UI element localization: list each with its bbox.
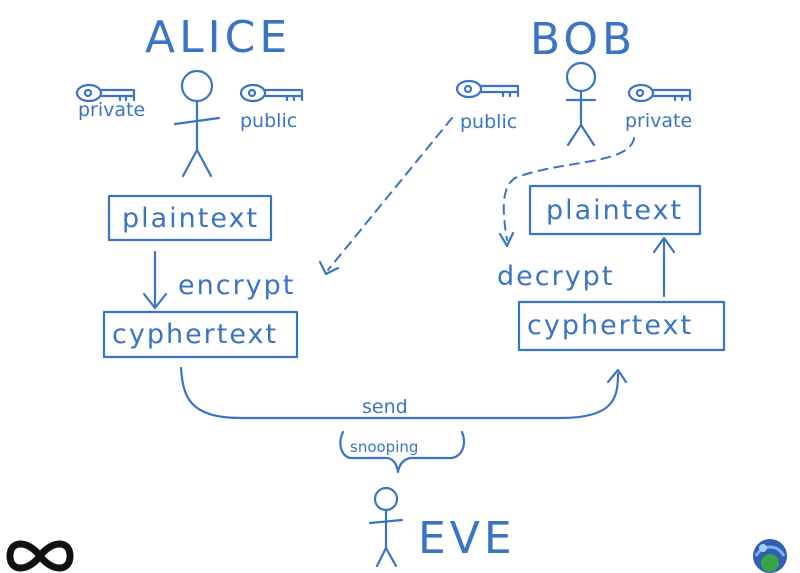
bob-private-key-icon (627, 83, 692, 103)
globe-logo-icon (753, 539, 787, 573)
alice-plaintext-label: plaintext (122, 203, 259, 234)
bob-private-key-to-decrypt-arrow (498, 137, 635, 248)
alice-figure-icon (173, 69, 221, 178)
bob-ciphertext-label: cyphertext (527, 310, 693, 341)
bob-figure-icon (565, 61, 597, 147)
bob-decrypt-label: decrypt (497, 261, 614, 292)
bob-plaintext-box (528, 184, 702, 236)
bob-plaintext-label: plaintext (546, 195, 683, 226)
send-label: send (362, 396, 408, 418)
alice-public-key-icon (239, 83, 304, 103)
alice-encrypt-arrow (142, 250, 168, 310)
alice-private-key-label: private (78, 99, 145, 121)
bob-ciphertext-box (517, 300, 726, 352)
alice-encrypt-label: encrypt (178, 270, 295, 301)
infinity-logo-icon (6, 540, 74, 572)
alice-ciphertext-box (102, 310, 299, 359)
bob-public-key-label: public (460, 111, 517, 133)
bob-public-key-to-encrypt-arrow (318, 117, 453, 276)
eve-figure-icon (368, 486, 404, 568)
alice-private-key-icon (75, 83, 136, 103)
bob-public-key-icon (455, 79, 520, 99)
alice-plaintext-box (107, 194, 273, 242)
alice-title: ALICE (145, 12, 291, 63)
snooping-label: snooping (350, 438, 418, 456)
bob-decrypt-arrow (652, 236, 676, 298)
send-channel-line (179, 366, 628, 420)
eve-title: EVE (418, 513, 516, 564)
alice-public-key-label: public (240, 110, 297, 132)
bob-title: BOB (530, 14, 636, 65)
alice-ciphertext-label: cyphertext (112, 319, 278, 350)
snooping-brace (339, 430, 466, 474)
bob-private-key-label: private (625, 110, 692, 132)
